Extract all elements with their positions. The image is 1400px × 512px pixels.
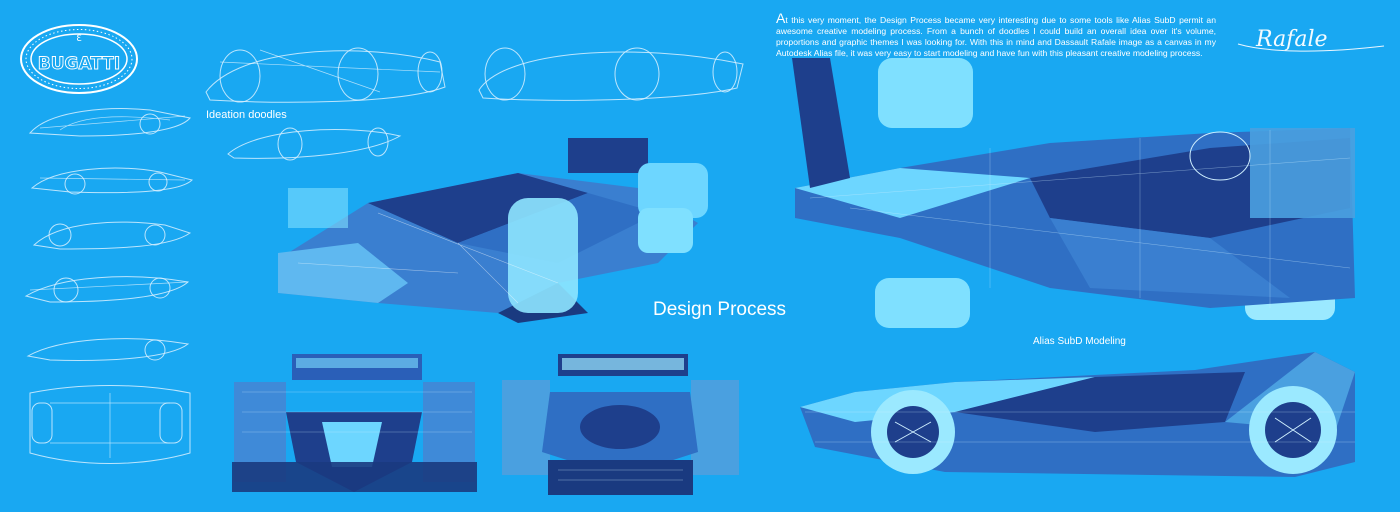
car-side-sketch-icon	[227, 127, 402, 161]
car-side-sketch-icon	[32, 221, 192, 250]
ideation-sketches	[205, 47, 744, 161]
rafale-signature: Rafale	[1237, 27, 1385, 52]
car-top-sketch-icon	[29, 385, 191, 464]
design-process-title: Design Process	[653, 299, 787, 320]
alias-modeling-label: Alias SubD Modeling	[1033, 336, 1126, 347]
car-perspective-model-icon	[278, 138, 708, 323]
sketch-column	[24, 108, 193, 464]
intro-text: t this very moment, the Design Process b…	[776, 15, 1216, 58]
intro-paragraph: At this very moment, the Design Process …	[776, 11, 1216, 59]
car-side-sketch-icon	[26, 338, 190, 361]
car-front-sketch-icon	[205, 47, 446, 103]
car-side-sketch-icon	[30, 167, 193, 195]
svg-text:Rafale: Rafale	[1255, 27, 1328, 52]
car-front-sketch-icon	[478, 47, 744, 101]
car-side-sketch-icon	[28, 108, 191, 137]
svg-text:Ɛ: Ɛ	[76, 34, 82, 44]
svg-text:BUGATTI: BUGATTI	[38, 54, 120, 74]
intro-initial: A	[776, 10, 786, 26]
car-top-model-icon	[792, 58, 1355, 328]
car-front-model-icon	[232, 354, 477, 492]
car-side-sketch-icon	[24, 276, 190, 303]
ideation-label: Ideation doodles	[206, 109, 287, 121]
bugatti-logo: Ɛ BUGATTI	[20, 24, 138, 94]
car-side-model-icon	[800, 352, 1355, 477]
car-rear-model-icon	[502, 354, 739, 495]
